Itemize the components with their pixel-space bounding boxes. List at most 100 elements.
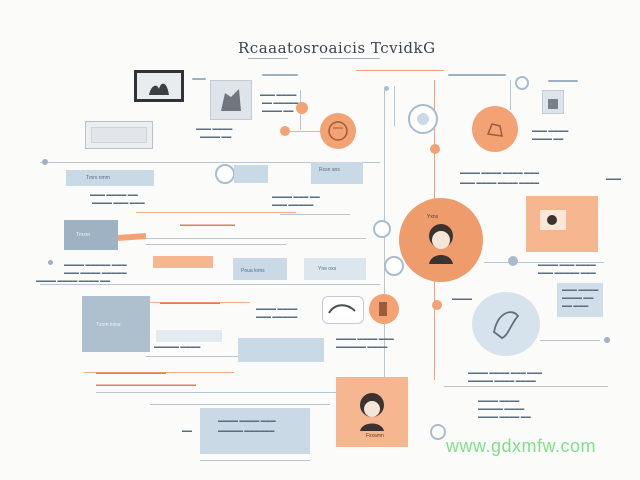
- text-block: ▬▬▬ ▬▬▬▬▬ ▬▬▬: [538, 270, 596, 276]
- watermark: www.gdxmfw.com: [446, 436, 597, 456]
- person-avatar-icon: [540, 210, 566, 230]
- text-block: ▬▬▬ ▬▬▬▬: [532, 128, 569, 134]
- row-start-dot: [48, 260, 53, 265]
- peach-label-box: [153, 256, 213, 268]
- row-end-dot: [604, 337, 610, 343]
- row-line: [146, 238, 366, 239]
- header-text-line: [448, 74, 506, 76]
- text-block: ▬▬▬▬ ▬▬▬ ▬▬: [272, 194, 320, 200]
- connector-dot: [384, 86, 389, 91]
- right-label-box: ▬▬▬ ▬▬▬▬ ▬▬▬▬ ▬▬ ▬▬ ▬▬▬: [557, 283, 603, 317]
- row-line: [280, 214, 350, 215]
- header-text-line: [548, 80, 578, 82]
- text-block: ▬▬▬: [606, 176, 621, 182]
- image-card: [210, 80, 252, 120]
- center-badge-text: Yxnx: [427, 214, 439, 220]
- vertical-connector: [394, 86, 395, 126]
- row-line: [40, 284, 380, 285]
- header-text-line: [356, 70, 444, 71]
- connector-dot: [373, 220, 391, 238]
- connector-dot: [430, 144, 440, 154]
- mid-label-text: Yne oxs: [318, 266, 337, 272]
- row-line: [150, 404, 330, 405]
- text-block: ▬▬▬▬ ▬▬: [262, 108, 294, 114]
- text-block: ▬▬▬▬▬▬ ▬▬▬▬: [336, 344, 388, 350]
- text-block: ▬▬▬▬▬▬▬▬▬▬▬: [180, 222, 235, 228]
- figure-icon: [548, 99, 558, 109]
- mid-label-box: Rxsn ans: [311, 162, 363, 184]
- small-blue-box: [234, 165, 268, 183]
- hand-illustration: [322, 296, 364, 324]
- small-image: [542, 90, 564, 114]
- hand-gesture-icon: [328, 304, 356, 314]
- bottom-card-text: Fxxamn: [366, 433, 384, 439]
- row-line: [484, 262, 604, 263]
- text-block: ▬▬▬▬ ▬▬: [200, 134, 232, 140]
- left-label-box: Tmrx nmm: [66, 170, 154, 186]
- text-block: ▬▬▬ ▬▬▬▬: [562, 287, 599, 293]
- left-label-text: Tmxrn: [76, 232, 91, 238]
- mid-label-box: [238, 338, 324, 362]
- framed-photo: [134, 70, 184, 102]
- text-block: ▬▬▬▬ ▬▬▬▬ ▬▬▬: [336, 336, 394, 342]
- left-label-text: Tmrx nmm: [86, 175, 110, 181]
- text-block: ▬▬▬ ▬▬▬▬▬: [272, 202, 314, 208]
- connector-dot: [296, 102, 308, 114]
- text-block: ▬▬▬▬ ▬▬▬ ▬▬▬: [92, 200, 145, 206]
- text-block: ▬▬▬▬: [452, 296, 472, 302]
- text-block: ▬▬▬▬ ▬▬▬ ▬▬▬▬: [538, 262, 596, 268]
- mid-label-box: Yne oxs: [304, 258, 366, 280]
- orange-circle-node: [369, 294, 399, 324]
- text-block: ▬▬▬▬ ▬▬▬▬ ▬▬▬▬ ▬▬: [36, 278, 111, 284]
- connector-dot: [515, 76, 529, 90]
- text-block: ▬▬▬▬ ▬▬▬▬ ▬▬: [478, 414, 531, 420]
- row-line: [136, 212, 296, 213]
- outlined-circle-node: [408, 104, 438, 134]
- text-line: [192, 78, 206, 80]
- bottom-text-box: ▬▬▬▬ ▬▬▬▬ ▬▬▬ ▬▬▬▬▬ ▬▬▬▬▬▬: [200, 408, 310, 454]
- text-block: ▬▬▬ ▬▬▬▬ ▬▬: [90, 192, 138, 198]
- text-block: ▬▬: [182, 428, 192, 434]
- blue-circle-node: [472, 292, 540, 356]
- right-image-card: [526, 196, 598, 252]
- text-block: ▬▬▬▬ ▬▬: [532, 136, 564, 142]
- text-block: ▬▬▬▬ ▬▬▬▬: [478, 398, 520, 404]
- row-line: [96, 392, 336, 393]
- bottom-portrait-card: Fxxamn: [336, 377, 408, 447]
- hand-gesture-icon: [493, 311, 520, 340]
- text-block: ▬▬▬▬ ▬▬▬▬ ▬▬▬: [218, 418, 276, 424]
- text-block: ▬▬▬ ▬▬▬▬ ▬▬▬▬▬: [64, 270, 127, 276]
- text-block: ▬▬▬▬ ▬▬▬▬ ▬▬▬▬ ▬▬▬: [460, 170, 540, 176]
- figure-icon: [379, 302, 387, 316]
- row-line: [540, 340, 600, 341]
- text-block: ▬▬ ▬▬▬▬▬: [262, 100, 299, 106]
- image-placeholder-icon: [221, 89, 241, 111]
- text-block: ▬▬▬ ▬▬▬▬: [196, 126, 233, 132]
- text-block: ▬▬▬▬ ▬▬▬▬▬ ▬▬▬: [64, 262, 127, 268]
- text-block: ▬▬▬▬▬▬▬▬▬▬▬▬▬▬: [96, 370, 166, 376]
- left-label-text: Txnm ioms: [96, 322, 121, 328]
- text-block: ▬▬▬▬▬▬▬▬▬▬▬▬: [160, 300, 220, 306]
- row-line: [40, 162, 380, 163]
- connector-dot: [430, 424, 446, 440]
- text-block: ▬▬ ▬▬▬: [562, 303, 589, 309]
- text-block: ▬▬▬▬▬ ▬▬▬▬ ▬▬▬▬: [468, 378, 536, 384]
- orange-circle-node: [320, 113, 356, 149]
- person-avatar-icon: [360, 393, 384, 431]
- orange-circle-node: [472, 106, 518, 152]
- person-portrait-icon: [328, 121, 348, 141]
- row-line: [146, 356, 238, 357]
- mid-label-text: Rxsn ans: [319, 167, 340, 173]
- text-block: ▬▬▬▬▬▬▬▬▬▬▬▬▬▬▬▬▬▬▬▬: [96, 382, 196, 388]
- outlined-circle-node: [215, 164, 235, 184]
- mid-label-text: Poua loms: [241, 268, 265, 274]
- text-block: ▬▬▬ ▬▬▬▬: [260, 92, 297, 98]
- left-label-box: Tmxrn: [64, 220, 118, 250]
- arrow-connector: [117, 233, 147, 241]
- connector-line: [288, 131, 320, 132]
- person-portrait-icon: [429, 224, 453, 264]
- small-label-box: [156, 330, 222, 342]
- header-text-line: [320, 58, 380, 59]
- text-block: ▬▬▬▬▬ ▬▬▬▬▬▬: [218, 428, 275, 434]
- title-underline: [248, 58, 288, 59]
